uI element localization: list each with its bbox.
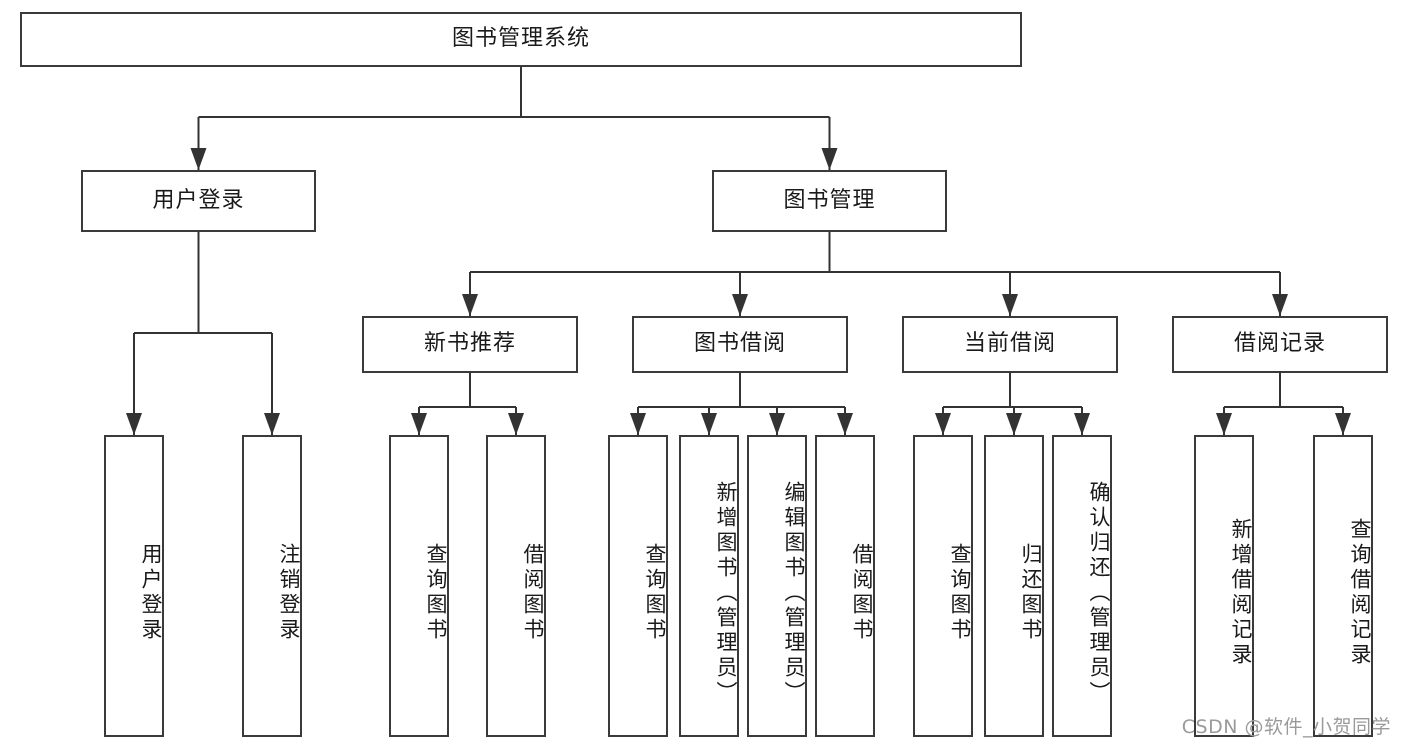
node-leaf-query-record: 查询借阅记录 [1313, 435, 1373, 737]
node-label-leaf-query-book-3: 查询图书 [948, 543, 972, 643]
node-label-leaf-add-record: 新增借阅记录 [1229, 518, 1253, 668]
connector-arrowhead [1002, 294, 1018, 316]
connector-arrowhead [1335, 413, 1351, 435]
node-label-leaf-add-book: 新增图书（管理员） [714, 480, 738, 706]
node-label-leaf-user-logout: 注销登录 [277, 543, 301, 643]
node-leaf-user-login: 用户登录 [104, 435, 164, 737]
node-label-leaf-query-book-2: 查询图书 [643, 543, 667, 643]
node-leaf-user-logout: 注销登录 [242, 435, 302, 737]
node-current-borrow: 当前借阅 [902, 316, 1118, 373]
connector-arrowhead [1006, 413, 1022, 435]
node-label-leaf-return-book: 归还图书 [1019, 543, 1043, 643]
node-label-leaf-borrow-book-2: 借阅图书 [850, 543, 874, 643]
connector-arrowhead [935, 413, 951, 435]
node-label-leaf-query-book-1: 查询图书 [424, 543, 448, 643]
node-leaf-query-book-1: 查询图书 [389, 435, 449, 737]
connector-arrowhead [837, 413, 853, 435]
node-label-leaf-edit-book: 编辑图书（管理员） [782, 480, 806, 706]
connector-group [126, 67, 1351, 435]
node-label-leaf-user-login: 用户登录 [139, 543, 163, 643]
connector-arrowhead [630, 413, 646, 435]
node-leaf-add-book: 新增图书（管理员） [679, 435, 739, 737]
node-book-borrow: 图书借阅 [632, 316, 848, 373]
node-leaf-query-book-2: 查询图书 [608, 435, 668, 737]
node-label-user-login: 用户登录 [152, 187, 245, 213]
connector-arrowhead [190, 148, 207, 170]
node-label-leaf-confirm-return: 确认归还（管理员） [1087, 480, 1111, 706]
connector-arrowhead [1074, 413, 1090, 435]
node-leaf-edit-book: 编辑图书（管理员） [747, 435, 807, 737]
connector-arrowhead [508, 413, 524, 435]
node-book-mgmt: 图书管理 [712, 170, 947, 232]
watermark-text: CSDN @软件_小贺同学 [1181, 716, 1391, 738]
node-label-leaf-borrow-book-1: 借阅图书 [521, 543, 545, 643]
node-label-leaf-query-record: 查询借阅记录 [1348, 518, 1372, 668]
node-user-login: 用户登录 [81, 170, 316, 232]
node-leaf-confirm-return: 确认归还（管理员） [1052, 435, 1112, 737]
node-leaf-borrow-book-2: 借阅图书 [815, 435, 875, 737]
node-label-book-borrow: 图书借阅 [693, 331, 786, 357]
connector-arrowhead [821, 148, 838, 170]
node-label-borrow-record: 借阅记录 [1233, 331, 1326, 357]
node-label-book-mgmt: 图书管理 [783, 187, 876, 213]
connector-arrowhead [1272, 294, 1288, 316]
connector-arrowhead [411, 413, 427, 435]
connector-arrowhead [701, 413, 717, 435]
connector-arrowhead [264, 413, 280, 435]
connector-arrowhead [1216, 413, 1232, 435]
node-leaf-query-book-3: 查询图书 [913, 435, 973, 737]
node-leaf-add-record: 新增借阅记录 [1194, 435, 1254, 737]
node-leaf-borrow-book-1: 借阅图书 [486, 435, 546, 737]
connector-arrowhead [126, 413, 142, 435]
node-leaf-return-book: 归还图书 [984, 435, 1044, 737]
node-borrow-record: 借阅记录 [1172, 316, 1388, 373]
connector-arrowhead [732, 294, 748, 316]
node-root: 图书管理系统 [20, 12, 1022, 67]
node-new-book-rec: 新书推荐 [362, 316, 578, 373]
connector-arrowhead [769, 413, 785, 435]
node-label-new-book-rec: 新书推荐 [423, 331, 516, 357]
node-label-current-borrow: 当前借阅 [963, 331, 1056, 357]
connector-arrowhead [462, 294, 478, 316]
node-label-root: 图书管理系统 [451, 26, 590, 52]
